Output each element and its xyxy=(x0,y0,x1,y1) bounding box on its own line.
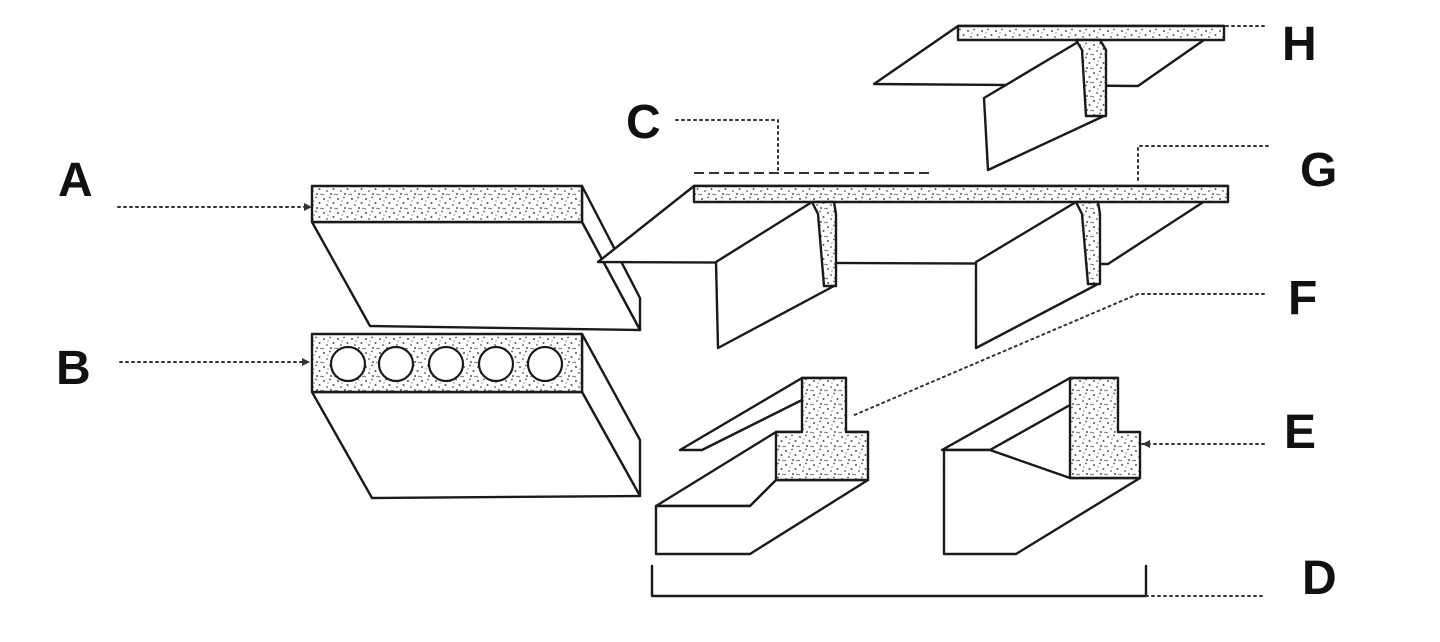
solid-slab-a xyxy=(310,184,642,332)
leader-lines xyxy=(117,25,1269,598)
label-g: G xyxy=(1300,144,1337,197)
inverted-tee-beam-f xyxy=(654,376,870,556)
labels: A B C D E F G H xyxy=(56,18,1337,605)
label-b: B xyxy=(56,342,91,395)
hollow-core-slab-b xyxy=(310,332,642,500)
double-tee-unit-g xyxy=(596,184,1230,350)
label-d: D xyxy=(1302,552,1337,605)
label-f: F xyxy=(1288,272,1317,325)
ledger-beam-e xyxy=(940,376,1142,556)
single-tee-unit-h xyxy=(872,24,1226,172)
label-h: H xyxy=(1282,18,1317,71)
label-e: E xyxy=(1284,406,1316,459)
label-a: A xyxy=(58,154,93,207)
label-c: C xyxy=(626,96,661,149)
